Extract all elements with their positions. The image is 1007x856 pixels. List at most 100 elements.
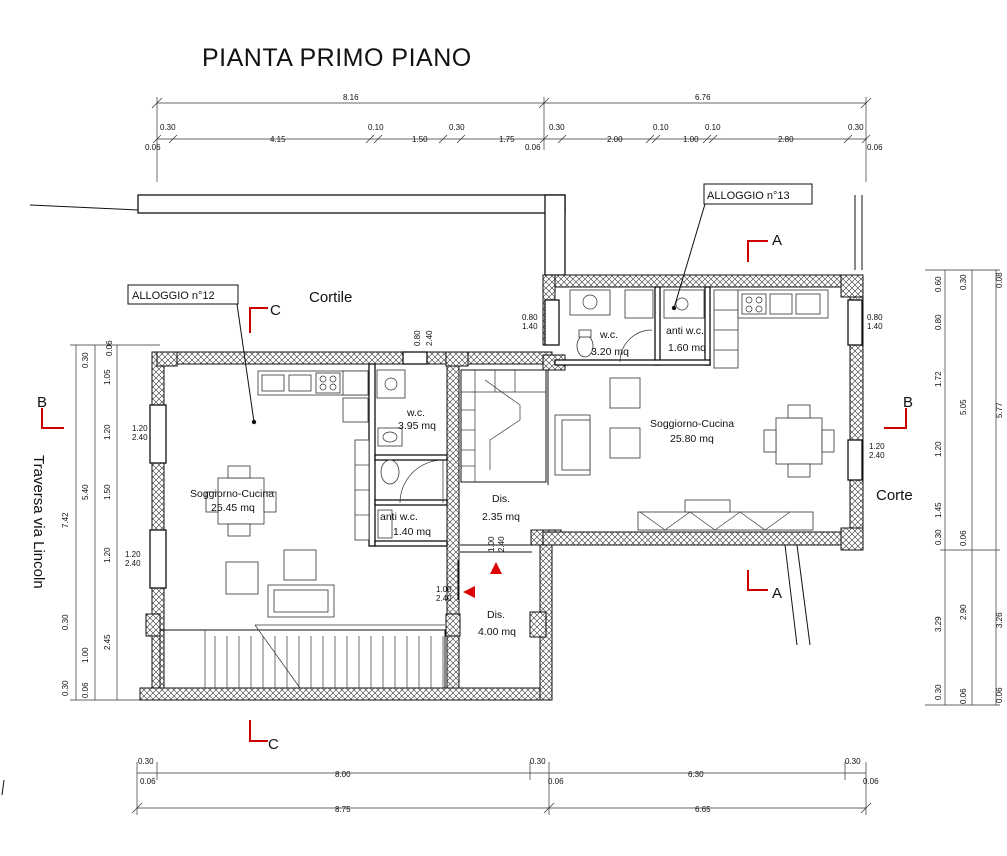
right-inner-dim-4: 1.20 xyxy=(934,441,943,457)
alloggio-12-walls xyxy=(139,351,553,701)
top-overall-dim-2: 6.76 xyxy=(695,93,711,102)
boundary-wall xyxy=(29,194,863,276)
door-dis-height: 2.40 xyxy=(497,536,506,552)
top-detail-dim: 0.10 xyxy=(705,123,721,132)
wc13-name: w.c. xyxy=(599,329,618,341)
entrance-arrow-up xyxy=(490,562,502,574)
stairs-lower xyxy=(159,624,446,689)
dis2-name: Dis. xyxy=(487,609,505,621)
top-detail-dim: 1.00 xyxy=(683,135,699,144)
dim-tick xyxy=(152,134,162,144)
wc12-partitions xyxy=(368,363,562,547)
left-detail-dim-3: 1.50 xyxy=(103,484,112,500)
stairs-upper xyxy=(460,369,547,483)
antiwc13-area: 1.60 mq xyxy=(668,342,706,354)
w-right-width: 1.20 xyxy=(869,442,885,451)
right-inner-dim-3: 1.72 xyxy=(934,371,943,387)
w-wc13-left-width: 0.80 xyxy=(522,313,538,322)
dim-tick xyxy=(702,134,712,144)
antiwc13-name: anti w.c. xyxy=(666,325,704,337)
bottom-dim-4: 6.30 xyxy=(688,770,704,779)
w-wc13-left-height: 1.40 xyxy=(522,322,538,331)
right-inner-dim-6: 0.30 xyxy=(934,529,943,545)
section-a-bottom: A xyxy=(772,585,782,602)
w-top-small-height: 2.40 xyxy=(425,330,434,346)
bottom-dim-5: 0.30 xyxy=(845,757,861,766)
corte-label: Corte xyxy=(876,487,913,504)
dim-tick xyxy=(557,134,567,144)
soggiorno13-name: Soggiorno-Cucina xyxy=(650,418,734,430)
wc12-name: w.c. xyxy=(406,407,425,419)
top-small-dim-2: 0.06 xyxy=(525,143,541,152)
section-c-top: C xyxy=(270,302,281,319)
top-detail-dim: 0.10 xyxy=(653,123,669,132)
right-inner-dim-1: 0.60 xyxy=(934,276,943,292)
bottom-small-dim-2: 0.06 xyxy=(548,777,564,786)
w-wc13-right-height: 1.40 xyxy=(867,322,883,331)
dim-tick xyxy=(365,134,375,144)
left-detail-dim-4: 1.20 xyxy=(103,547,112,563)
w-right-height: 2.40 xyxy=(869,451,885,460)
right-inner-dim-7: 3.29 xyxy=(934,616,943,632)
door-dis2-width: 1.00 xyxy=(436,585,452,594)
w-left-bottom-height: 2.40 xyxy=(125,559,141,568)
right-outer-dim-4: 0.06 xyxy=(995,687,1004,703)
dis1-area: 2.35 mq xyxy=(482,511,520,523)
dim-tick xyxy=(843,134,853,144)
top-detail-dim: 0.30 xyxy=(549,123,565,132)
dim-tick xyxy=(861,134,871,144)
left-detail-dim-2: 1.20 xyxy=(103,424,112,440)
left-mid-dim-1: 0.30 xyxy=(81,352,90,368)
right-outer-dim-1: 0.08 xyxy=(995,272,1004,288)
right-mid-dim-5: 0.06 xyxy=(959,688,968,704)
bottom-dim-3: 0.30 xyxy=(530,757,546,766)
living-13 xyxy=(554,414,814,531)
dim-tick xyxy=(645,134,655,144)
top-detail-dim: 2.80 xyxy=(778,135,794,144)
right-inner-dim-5: 1.45 xyxy=(934,502,943,518)
alloggio-12-callout xyxy=(127,284,257,425)
door-dis-width: 1.00 xyxy=(487,536,496,552)
antiwc12-name: anti w.c. xyxy=(380,511,418,523)
bottom-overall-dim-1: 8.75 xyxy=(335,805,351,814)
right-mid-dim-1: 0.30 xyxy=(959,274,968,290)
w-left-top-height: 2.40 xyxy=(132,433,148,442)
dis2-area: 4.00 mq xyxy=(478,626,516,638)
dim-tick xyxy=(651,134,661,144)
right-mid-dim-2: 5.05 xyxy=(959,399,968,415)
bottom-dim-2: 8.00 xyxy=(335,770,351,779)
dim-tick xyxy=(708,134,718,144)
alloggio-12-label: ALLOGGIO n°12 xyxy=(132,290,215,302)
section-b-left: B xyxy=(37,394,47,411)
w-top-small-width: 0.80 xyxy=(413,330,422,346)
right-outer-dim-3: 3.26 xyxy=(995,612,1004,628)
wc12-fixtures xyxy=(354,369,444,541)
bottom-small-dim-1: 0.06 xyxy=(140,777,156,786)
top-detail-dim: 0.30 xyxy=(449,123,465,132)
wc13-area: 3.20 mq xyxy=(591,346,629,358)
wc12-area: 3.95 mq xyxy=(398,420,436,432)
top-detail-dim: 0.10 xyxy=(368,123,384,132)
alloggio-13-walls xyxy=(542,274,864,551)
top-detail-dim: 2.00 xyxy=(607,135,623,144)
left-small-dim-1: 0.06 xyxy=(105,340,114,356)
top-detail-dim: 1.75 xyxy=(499,135,515,144)
dim-tick xyxy=(456,134,466,144)
soggiorno12-name: Soggiorno-Cucina xyxy=(190,488,274,500)
left-dimension-lines xyxy=(70,344,160,701)
top-detail-dim: 0.30 xyxy=(848,123,864,132)
dim-tick xyxy=(168,134,178,144)
section-a-top: A xyxy=(772,232,782,249)
dining-table-13 xyxy=(609,377,835,478)
alloggio-13-label: ALLOGGIO n°13 xyxy=(707,190,790,202)
soggiorno12-area: 25.45 mq xyxy=(211,502,255,514)
bottom-dim-1: 0.30 xyxy=(138,757,154,766)
dim-tick xyxy=(539,134,549,144)
left-mid-dim-2: 5.40 xyxy=(81,484,90,500)
cortile-label: Cortile xyxy=(309,289,352,306)
section-b-right: B xyxy=(903,394,913,411)
right-inner-dim-8: 0.30 xyxy=(934,684,943,700)
section-markers xyxy=(41,240,907,742)
right-mid-dim-4: 2.90 xyxy=(959,604,968,620)
